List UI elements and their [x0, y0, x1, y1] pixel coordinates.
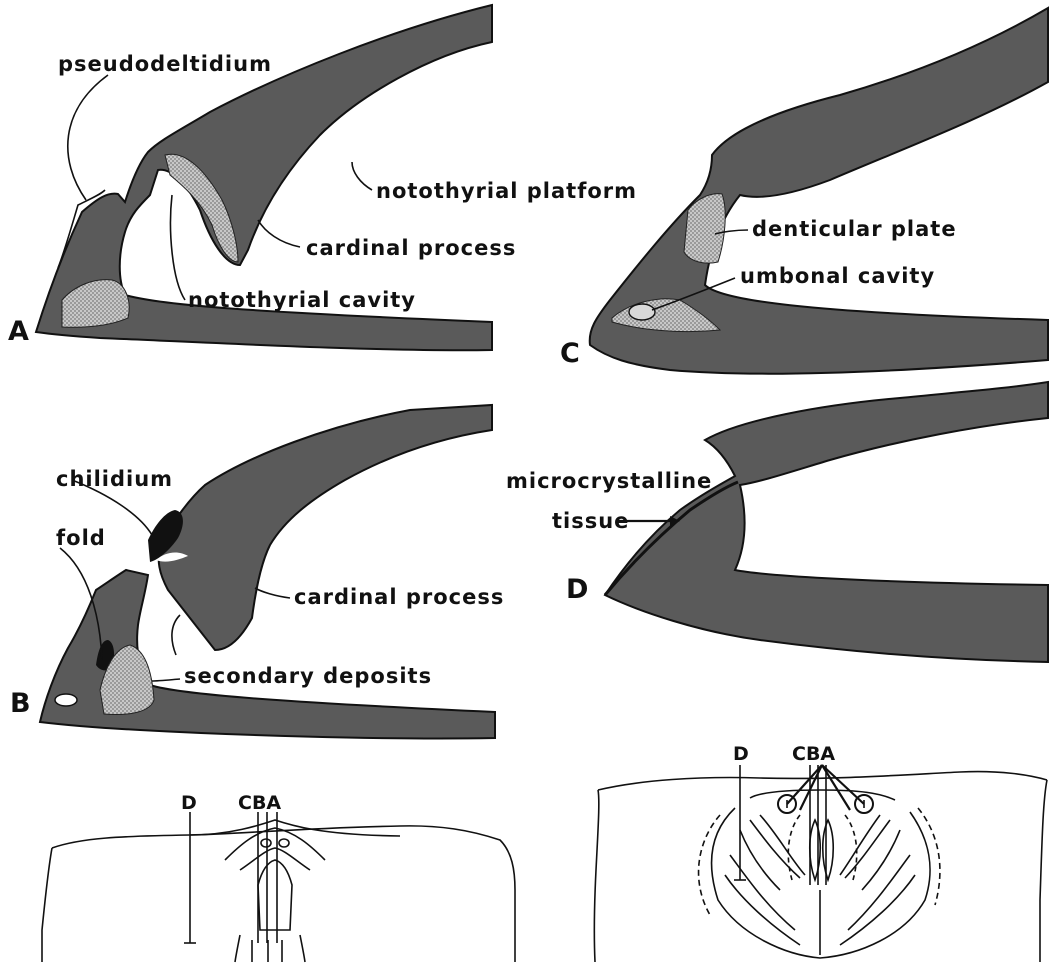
right-median-septum: [810, 820, 834, 880]
panel-b-small-cavity: [55, 694, 77, 706]
panel-d: microcrystalline tissue D: [506, 382, 1048, 662]
left-socket-1: [261, 839, 271, 847]
right-hinge-line-2: [750, 790, 895, 800]
label-pseudodeltidium: pseudodeltidium: [58, 52, 272, 76]
panel-letter-d: D: [566, 574, 588, 605]
left-cardinal-process: [258, 860, 292, 930]
section-label-cba-left: CBA: [238, 792, 281, 814]
secondary-deposits-pointer-left: [152, 679, 180, 681]
panel-letter-b: B: [10, 688, 31, 719]
label-umbonal-cavity: umbonal cavity: [740, 264, 935, 288]
panel-b: chilidium fold cardinal process secondar…: [10, 405, 504, 738]
left-hinge-line-2: [190, 820, 400, 836]
cardinal-process-a-pointer: [258, 220, 300, 247]
label-cardinal-process-a: cardinal process: [306, 236, 516, 260]
section-label-cba-right: CBA: [792, 743, 835, 765]
pseudodeltidium-pointer: [68, 75, 108, 200]
label-secondary-deposits: secondary deposits: [184, 664, 432, 688]
right-hinge-outline: [598, 772, 1047, 790]
section-diagram-right: D CBA: [594, 743, 1047, 962]
label-notothyrial-platform: notothyrial platform: [376, 179, 637, 203]
right-ray-1: [787, 765, 822, 804]
label-chilidium: chilidium: [56, 467, 173, 491]
label-cardinal-process-b: cardinal process: [294, 585, 504, 609]
left-socket-2: [279, 839, 289, 847]
right-shell-left-edge: [594, 790, 598, 962]
cardinal-process-b-pointer: [255, 588, 290, 598]
label-denticular-plate: denticular plate: [752, 217, 957, 241]
panel-a: pseudodeltidium notothyrial platform car…: [8, 5, 637, 350]
left-shell-left-edge: [42, 848, 52, 962]
label-notothyrial-cavity: notothyrial cavity: [188, 288, 416, 312]
notothyrial-platform-pointer: [352, 162, 372, 190]
panel-letter-c: C: [560, 338, 580, 369]
section-label-d-right: D: [733, 743, 749, 765]
right-shell-right-edge: [1040, 780, 1047, 962]
notothyrial-cavity-pointer: [171, 195, 185, 300]
left-septum-lines: [235, 935, 305, 962]
panel-letter-a: A: [8, 316, 29, 347]
panel-c-umbonal-cavity: [629, 304, 655, 320]
secondary-deposits-pointer-up: [172, 615, 180, 655]
left-hinge-outline: [52, 826, 515, 890]
left-cardinal-lobes: [225, 828, 325, 870]
label-microcrystalline: microcrystalline: [506, 469, 712, 493]
section-diagram-left: D CBA: [42, 792, 515, 962]
section-label-d-left: D: [181, 792, 197, 814]
label-fold: fold: [56, 526, 106, 550]
label-tissue: tissue: [552, 509, 629, 533]
